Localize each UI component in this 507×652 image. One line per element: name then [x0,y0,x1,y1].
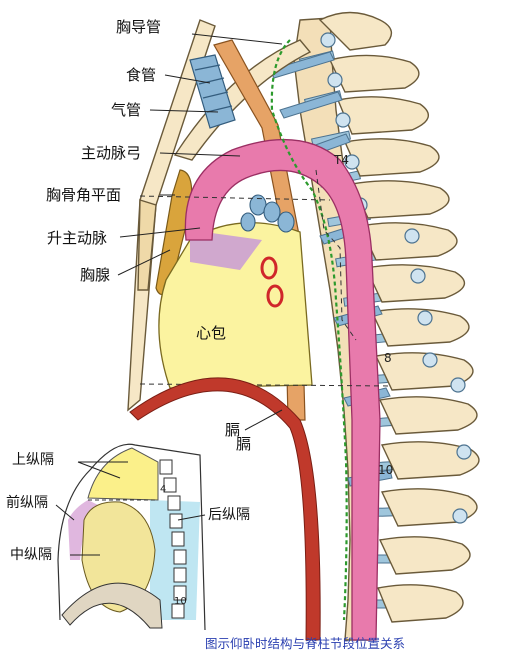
label-trachea: 气管 [111,101,142,119]
inset-label-t4: 4 [160,484,167,495]
trachea [189,54,236,129]
figure-caption: 图示仰卧时结构与脊柱节段位置关系 [205,636,406,651]
label-aortic-arch: 主动脉弓 [81,144,142,162]
label-ascending-aorta: 升主动脉 [47,229,108,247]
label-esophagus: 食管 [126,66,157,84]
facet-joints [320,32,472,524]
label-diaphragm-1: 膈 [225,421,241,439]
diaphragm-level-line [139,383,393,387]
vessel-ring-2 [266,284,284,308]
vertebra-label-t10: 10 [378,463,394,477]
inset-spine [159,459,187,619]
pulmonary-vessels [240,194,295,233]
label-pericardium: 心包 [196,324,227,342]
vertebra-label-t4: T4 [334,153,349,167]
inset-label-superior: 上纵隔 [12,452,54,468]
vertebra-label-t8: 8 [384,351,392,365]
inset-label-anterior: 前纵隔 [6,495,48,511]
label-thymus: 胸腺 [80,266,111,284]
inset-diaphragm [61,582,163,629]
inset-label-posterior: 后纵隔 [208,507,250,523]
inset-label-t10: 10 [174,596,187,607]
aorta [184,139,381,641]
label-diaphragm-2: 膈 [236,435,252,453]
t4-level-line [315,169,357,341]
thoracic-duct [270,39,348,621]
mediastinum-inset [55,443,206,631]
inset-superior-region [87,447,159,501]
vessel-ring-1 [260,256,278,280]
diaphragm [129,377,321,641]
sternum [127,19,216,412]
leader-lines [117,33,283,431]
label-sternal-angle-plane: 胸骨角平面 [46,186,122,204]
sternal-angle-plane-line [139,195,331,201]
inset-label-middle: 中纵隔 [10,547,52,563]
vertebral-processes [318,11,480,623]
inset-leader-lines [55,461,206,556]
label-thoracic-duct: 胸导管 [116,18,162,36]
